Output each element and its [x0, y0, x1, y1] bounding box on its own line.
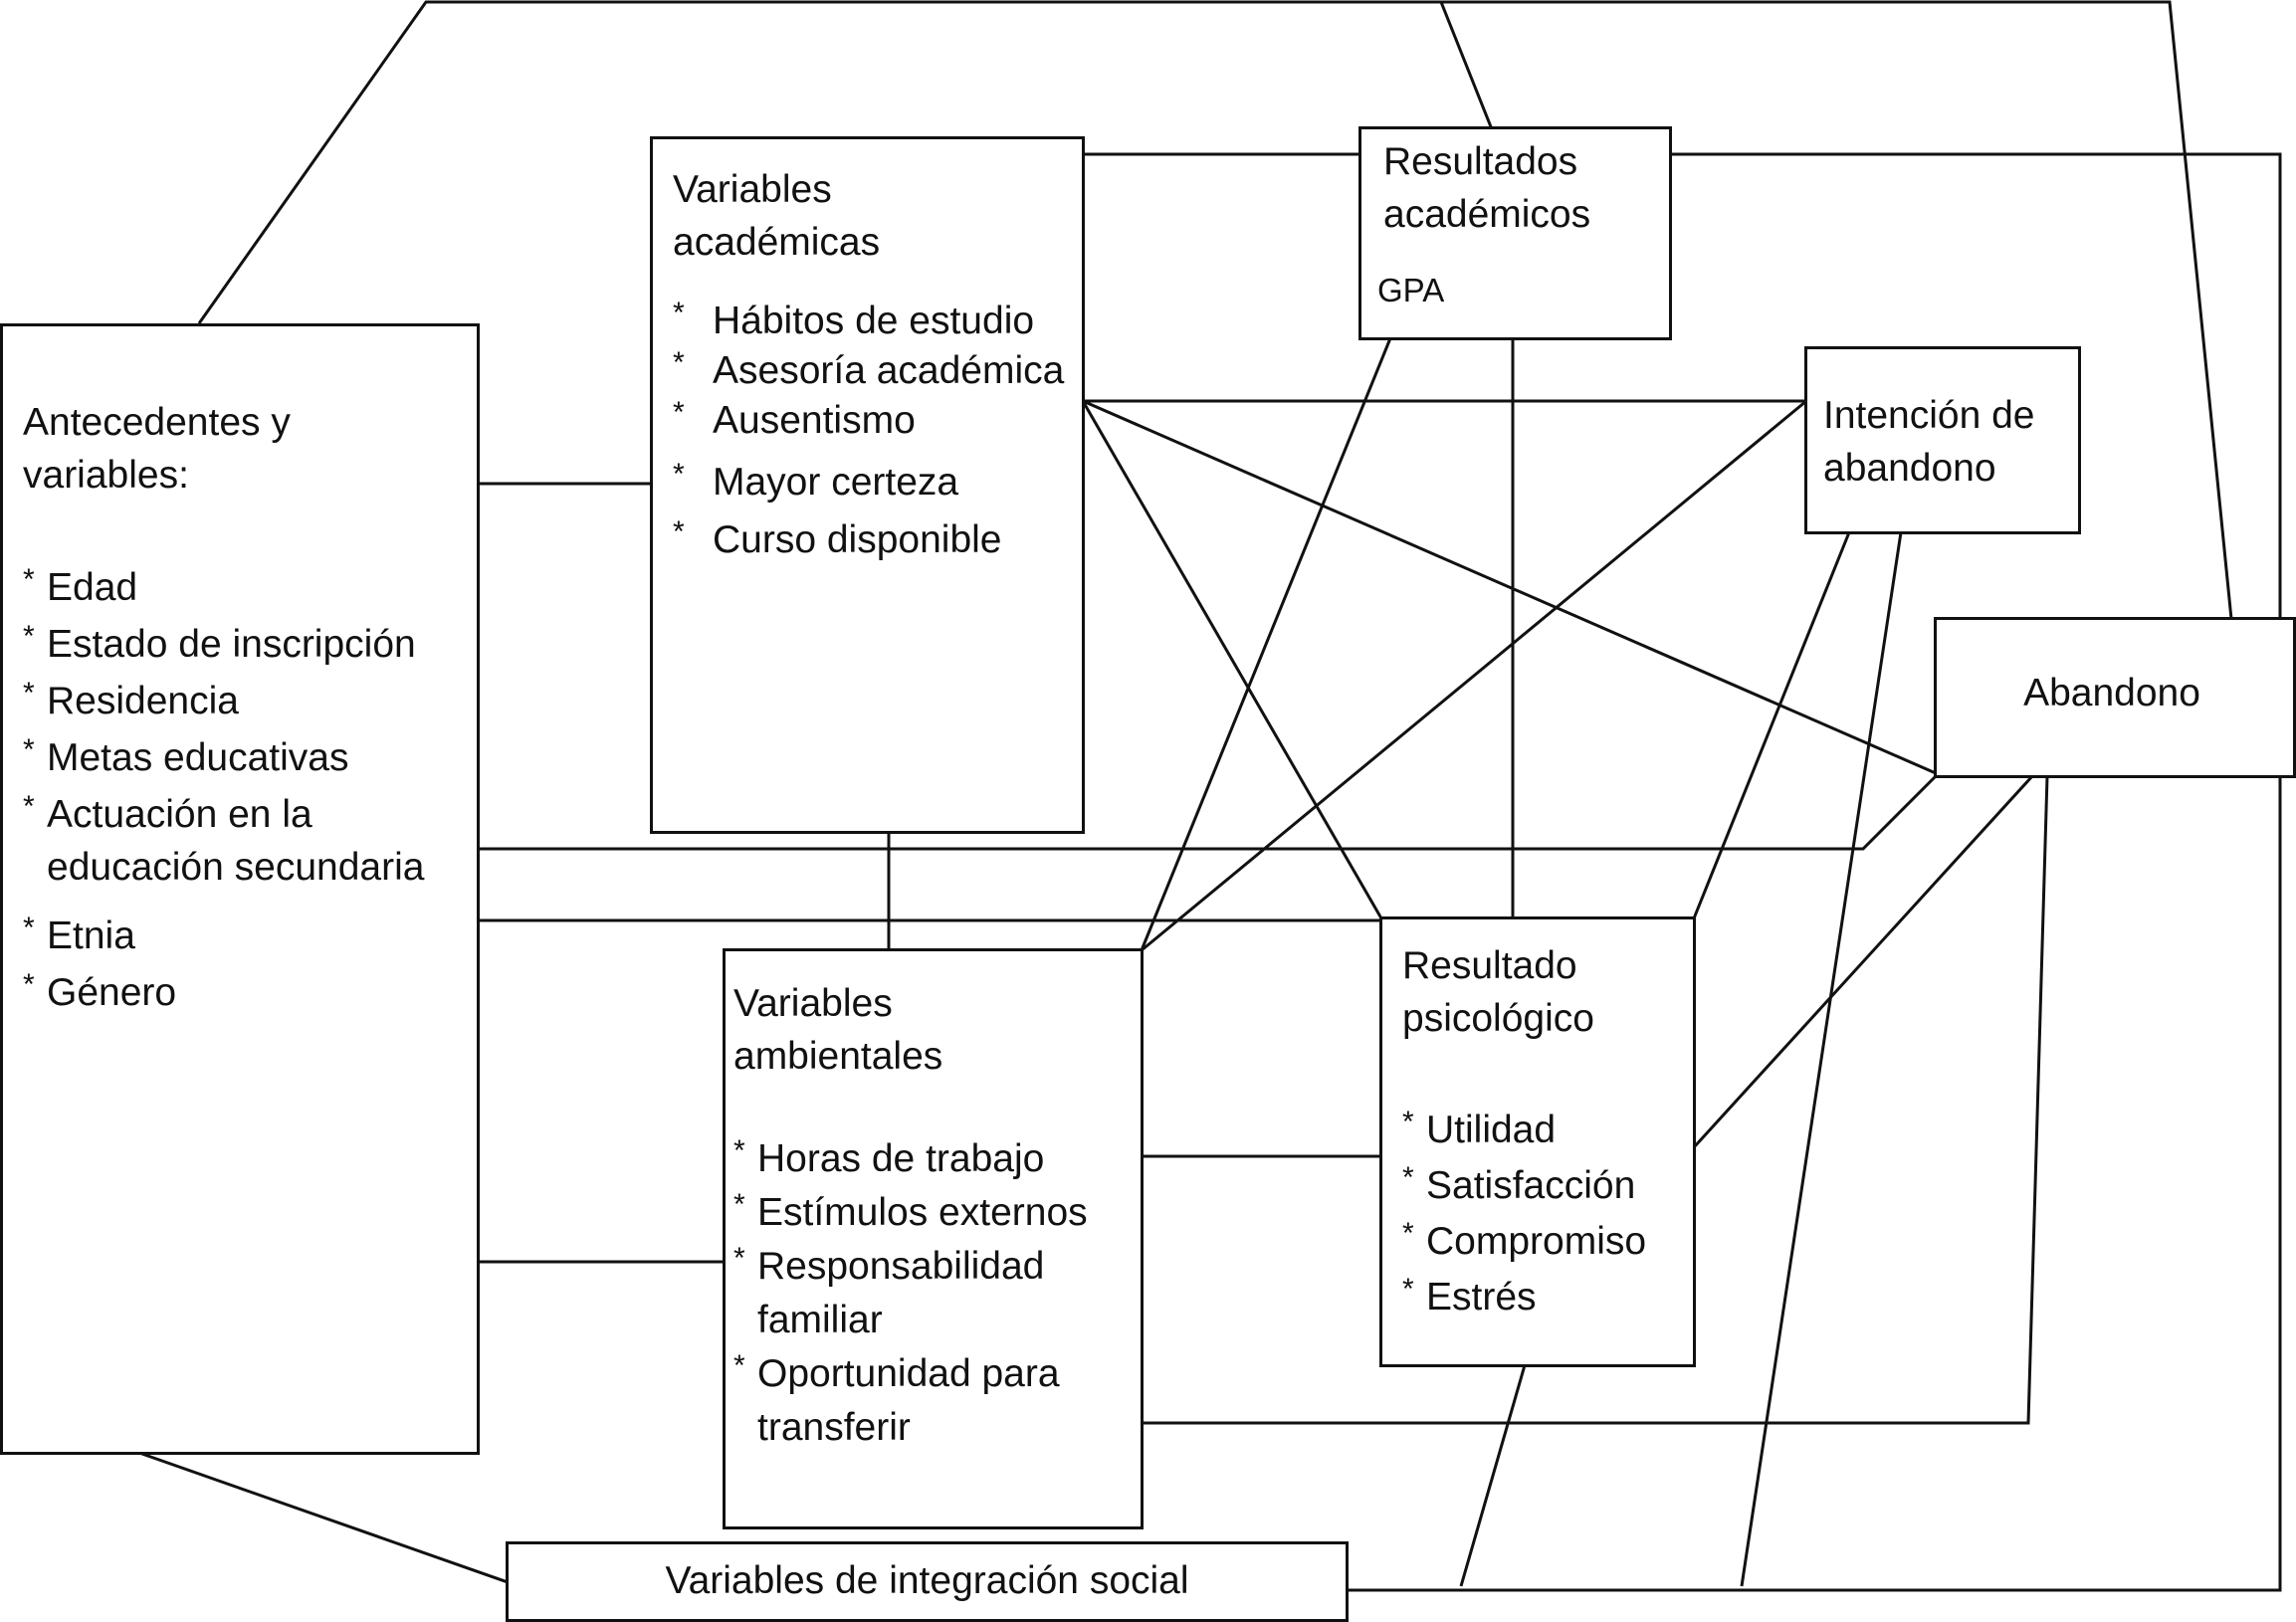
antecedentes-item: Residencia [23, 667, 477, 727]
intencion-abandono-title: Intención de abandono [1823, 394, 2035, 490]
antecedentes-item: Etnia [23, 902, 477, 962]
academicas-item: Ausentismo [673, 388, 1082, 446]
resultado-psicologico-list: Utilidad Satisfacción Compromiso Estrés [1402, 1095, 1693, 1325]
antecedentes-item: Género [23, 958, 477, 1019]
resultado-psicologico-box: Resultado psicológico Utilidad Satisfacc… [1379, 916, 1696, 1367]
variables-integracion-social-title: Variables de integración social [665, 1559, 1189, 1602]
antecedentes-item: Actuación en la educación secundaria [23, 780, 477, 894]
abandono-box: Abandono [1934, 617, 2296, 778]
psicologico-item: Utilidad [1402, 1095, 1693, 1158]
academicas-item: Hábitos de estudio [673, 289, 1082, 346]
variables-academicas-list: Hábitos de estudio Asesoría académica Au… [673, 289, 1082, 565]
variables-ambientales-list: Horas de trabajo Estímulos externos Resp… [733, 1124, 1141, 1455]
resultados-academicos-title: Resultados académicos [1383, 140, 1591, 236]
abandono-title: Abandono [2023, 671, 2200, 714]
gpa-label: GPA [1377, 272, 1445, 308]
ambientales-item: Responsabilidad familiar [733, 1232, 1141, 1347]
academicas-item: Curso disponible [673, 507, 1082, 565]
antecedentes-title: Antecedentes y variables: [23, 401, 291, 497]
variables-ambientales-title: Variables ambientales [733, 982, 943, 1078]
antecedentes-item: Estado de inscripción [23, 610, 477, 671]
psicologico-item: Compromiso [1402, 1206, 1693, 1270]
antecedentes-item: Metas educativas [23, 723, 477, 784]
variables-academicas-title: Variables académicas [673, 168, 881, 264]
resultado-psicologico-title: Resultado psicológico [1402, 944, 1594, 1040]
academicas-item: Asesoría académica [673, 338, 1082, 396]
antecedentes-list: Edad Estado de inscripción Residencia Me… [23, 553, 477, 1019]
ambientales-item: Horas de trabajo [733, 1124, 1141, 1186]
resultados-academicos-box: Resultados académicos GPA [1358, 126, 1672, 340]
ambientales-item: Estímulos externos [733, 1178, 1141, 1240]
variables-integracion-social-box: Variables de integración social [506, 1541, 1349, 1622]
academicas-item: Mayor certeza [673, 450, 1082, 507]
variables-academicas-box: Variables académicas Hábitos de estudio … [650, 136, 1085, 834]
intencion-abandono-box: Intención de abandono [1804, 346, 2081, 534]
ambientales-item: Oportunidad para transferir [733, 1339, 1141, 1455]
psicologico-item: Satisfacción [1402, 1150, 1693, 1214]
variables-ambientales-box: Variables ambientales Horas de trabajo E… [723, 948, 1144, 1529]
antecedentes-box: Antecedentes y variables: Edad Estado de… [0, 323, 480, 1455]
psicologico-item: Estrés [1402, 1262, 1693, 1325]
antecedentes-item: Edad [23, 553, 477, 614]
